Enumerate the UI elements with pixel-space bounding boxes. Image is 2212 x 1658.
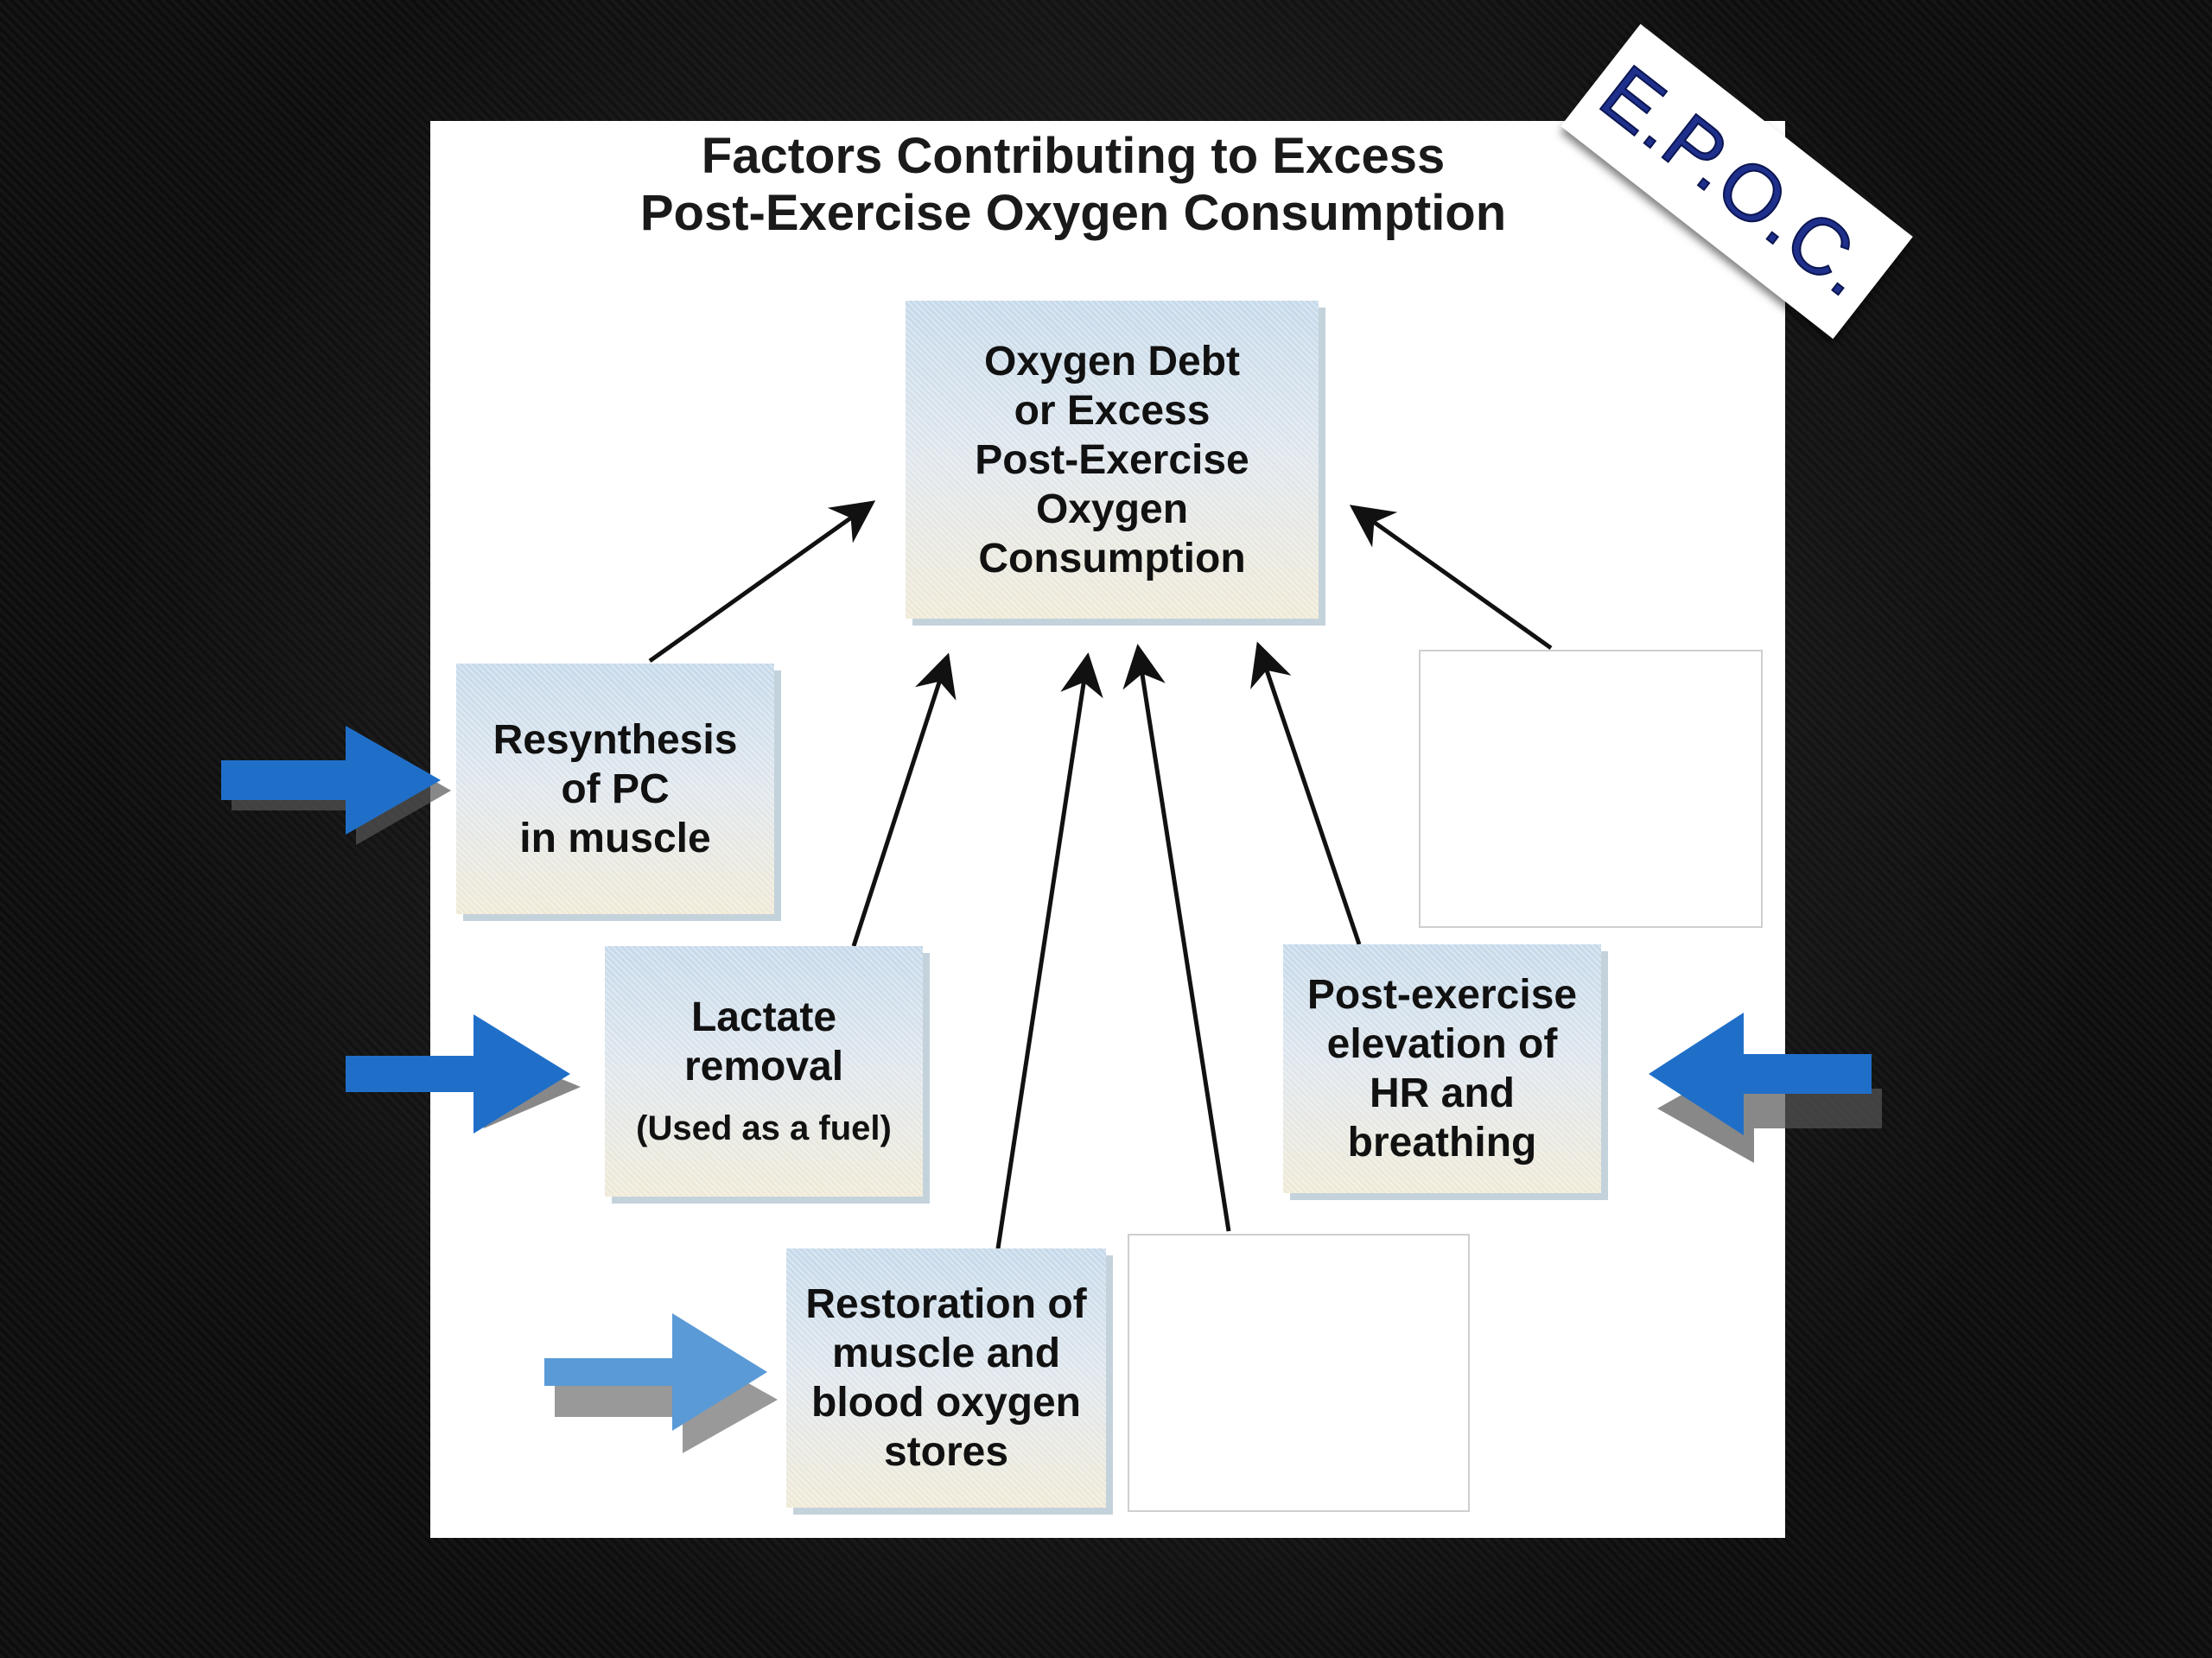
arrow-pc-to-center [648, 500, 876, 664]
hr-line-1: Post-exercise [1306, 972, 1578, 1018]
stores-line-4: stores [883, 1429, 1009, 1475]
arrow-blank-bottom-to-center [1122, 644, 1231, 1232]
blank-answer-box-bottom[interactable] [1128, 1234, 1470, 1512]
stores-line-1: Restoration of [805, 1281, 1087, 1327]
center-line-2: or Excess [1014, 387, 1211, 434]
pointer-arrow-lactate [346, 1014, 581, 1134]
box-lactate-removal: Lactate removal (Used as a fuel) [605, 946, 923, 1197]
pc-line-2: of PC [561, 765, 670, 812]
hr-line-4: breathing [1347, 1120, 1537, 1166]
pointer-arrow-hr [1649, 1013, 1882, 1163]
hr-line-2: elevation of [1326, 1021, 1558, 1067]
center-line-1: Oxygen Debt [983, 338, 1241, 384]
center-line-4: Oxygen [1035, 486, 1189, 532]
arrow-stores-to-center-left [995, 652, 1103, 1249]
pointer-arrow-pc [221, 726, 451, 845]
box-post-exercise-hr: Post-exercise elevation of HR and breath… [1283, 944, 1601, 1193]
center-line-5: Consumption [978, 535, 1246, 581]
diagram-title: Factors Contributing to Excess Post-Exer… [430, 121, 1785, 242]
title-line-2: Post-Exercise Oxygen Consumption [639, 185, 1507, 241]
box-resynthesis-pc: Resynthesis of PC in muscle [456, 664, 774, 914]
connector-arrows [648, 500, 1553, 1249]
center-line-3: Post-Exercise [975, 436, 1249, 483]
blank-answer-box-right[interactable] [1419, 650, 1763, 928]
lactate-line-1: Lactate [690, 994, 837, 1040]
stores-line-3: blood oxygen [811, 1380, 1081, 1426]
pc-line-3: in muscle [519, 815, 711, 861]
arrow-hr-to-center [1250, 641, 1362, 945]
stores-line-2: muscle and [831, 1331, 1061, 1376]
arrow-lactate-to-center [851, 652, 957, 947]
box-restoration-oxygen-stores: Restoration of muscle and blood oxygen s… [786, 1248, 1106, 1508]
pc-line-1: Resynthesis [493, 716, 738, 763]
arrow-blank-right-to-center [1349, 505, 1553, 651]
hr-line-3: HR and [1370, 1070, 1515, 1116]
pointer-arrow-stores [544, 1313, 778, 1453]
center-box-oxygen-debt: Oxygen Debt or Excess Post-Exercise Oxyg… [906, 301, 1319, 619]
lactate-line-2: removal [683, 1044, 844, 1089]
title-line-1: Factors Contributing to Excess [701, 128, 1446, 184]
lactate-note: (Used as a fuel) [636, 1109, 892, 1147]
